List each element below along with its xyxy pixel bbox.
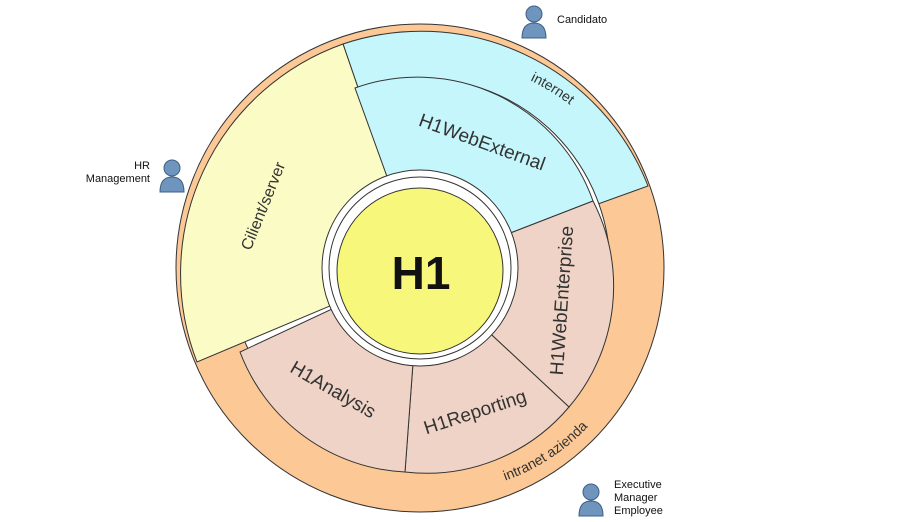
- actor-label-candidato: Candidato: [557, 14, 608, 26]
- user-icon-hr: [159, 159, 185, 193]
- actor-label-executive: Executive Manager Employee: [614, 479, 663, 518]
- center-ring-inner-line: [328, 176, 512, 360]
- user-icon-candidato: [521, 5, 547, 39]
- actor-label-hr-line1: HR: [134, 160, 150, 172]
- actor-label-hr-line2: Management: [85, 173, 150, 185]
- actor-label-exec-line2: Manager: [614, 492, 658, 504]
- core-h1[interactable]: [336, 187, 504, 355]
- core-label: H1: [392, 247, 451, 299]
- actor-label-exec-line1: Executive: [614, 479, 662, 491]
- actor-label-exec-line3: Employee: [614, 505, 663, 517]
- actor-label-hr: HR Management: [82, 160, 150, 186]
- user-icon-executive: [578, 483, 604, 517]
